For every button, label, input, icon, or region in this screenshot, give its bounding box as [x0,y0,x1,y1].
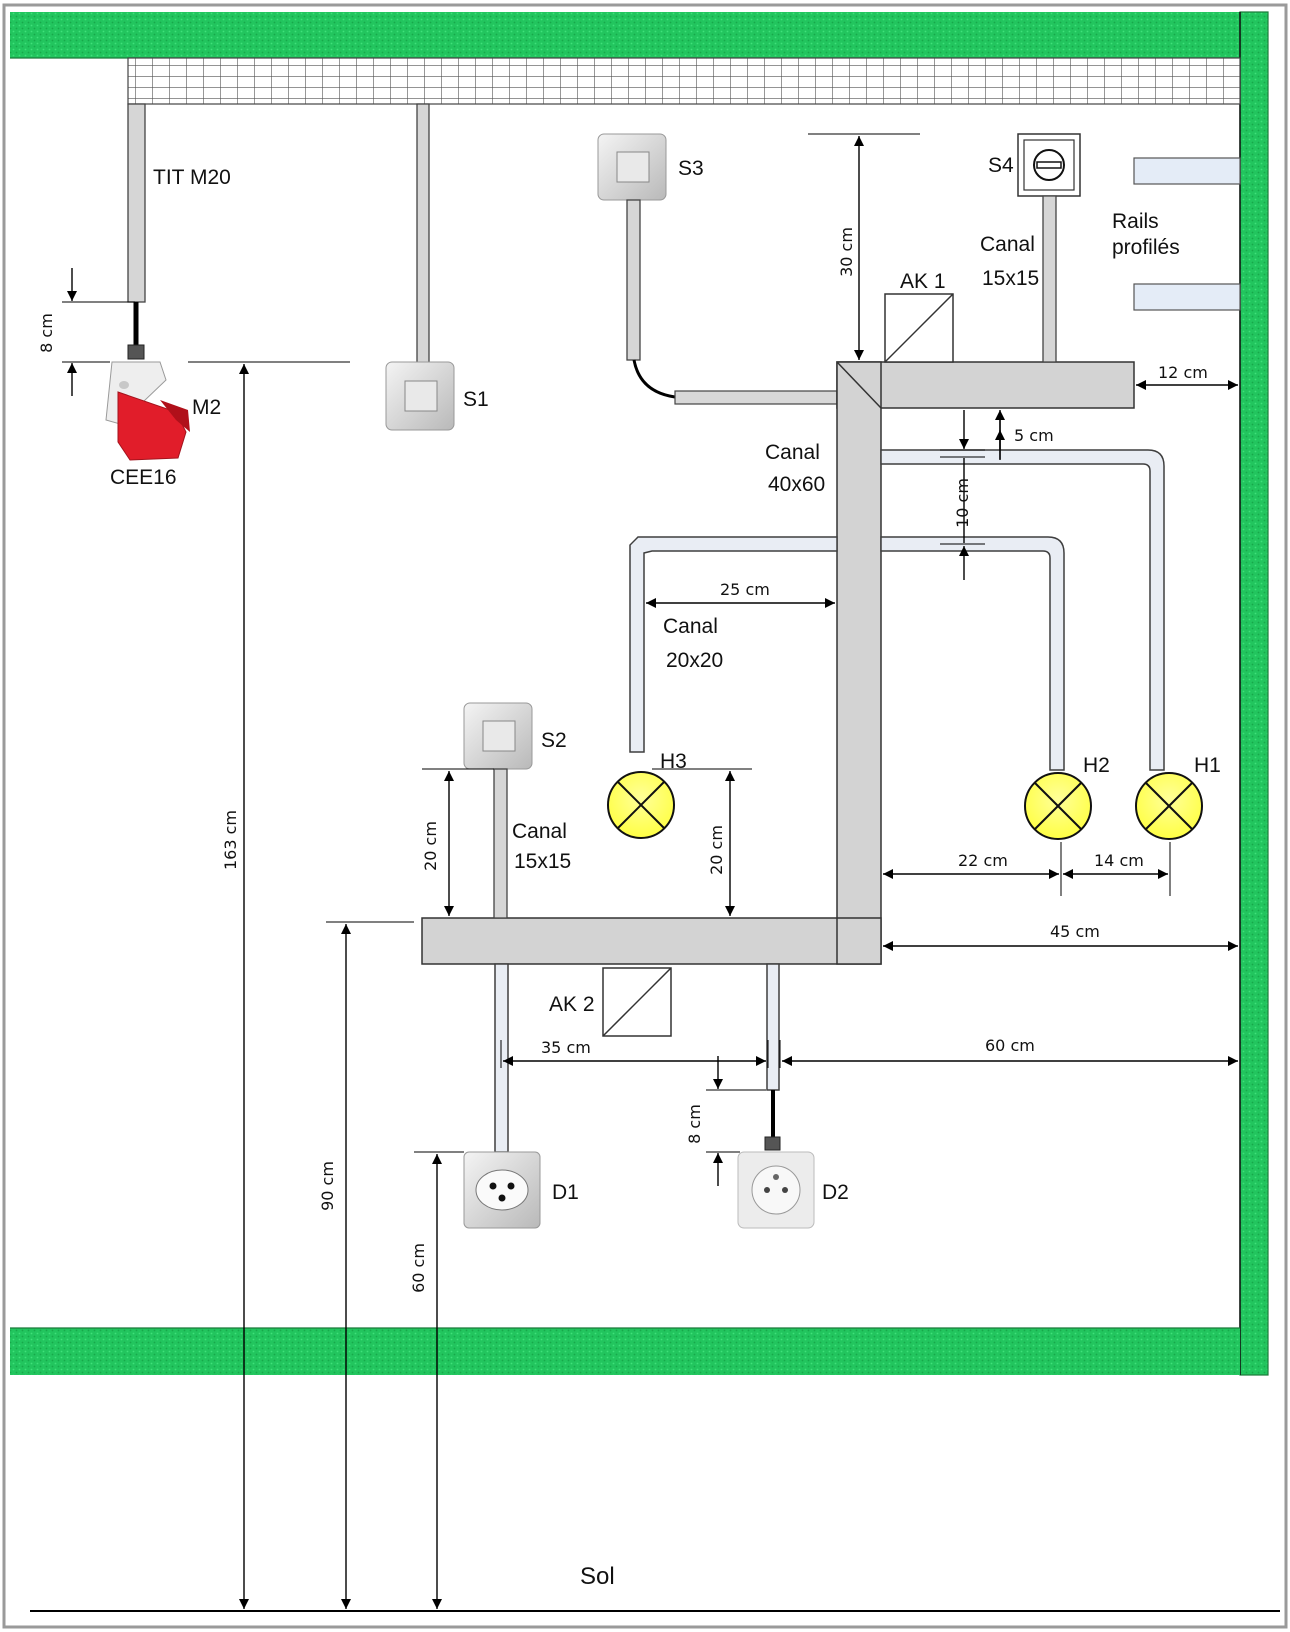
lamp-icon [1024,772,1092,840]
dim-30cm: 30 cm [808,133,920,360]
h3-channel [629,536,838,753]
dim-5cm: 5 cm [940,410,1054,460]
dim-14cm: 14 cm [1063,851,1168,879]
duct-horizontal-bottom [421,917,882,965]
profile-rail-top [1133,157,1241,185]
dim-10cm: 10 cm [940,456,985,580]
dim-30cm-text: 30 cm [837,227,856,277]
d2-label: D2 [822,1181,849,1204]
canal-15x15-top-label-a: Canal [980,233,1035,256]
socket-icon [463,1151,541,1229]
dim-14cm-text: 14 cm [1094,851,1144,870]
h1-channel [880,449,1165,771]
dim-60cm-v: 60 cm [409,1151,464,1609]
dim-25cm: 25 cm [646,580,835,608]
dim-20cm-s2-text: 20 cm [421,821,440,871]
switch-icon [597,133,667,201]
sol-label: Sol [580,1563,615,1590]
dim-20cm-h3: 20 cm [652,768,752,916]
right-wall [1239,11,1269,1376]
profile-rail-bottom [1133,283,1241,311]
s3-label: S3 [678,157,704,180]
dim-25cm-text: 25 cm [720,580,770,599]
tit-conduit [127,103,146,303]
ceiling-wall [10,12,1240,58]
s2-label: S2 [541,729,567,752]
s3-conduit [626,199,641,361]
lamp-icon [1135,772,1203,840]
ak2-label: AK 2 [549,993,595,1016]
canal-15x15-low-label-a: Canal [512,820,567,843]
h2-channel [880,536,1065,771]
rotary-switch-icon [1017,133,1081,197]
dim-5cm-text: 5 cm [1014,426,1054,445]
s3-channel [674,390,838,405]
dim-45cm: 45 cm [883,922,1238,951]
canal-15x15-low-label-b: 15x15 [514,850,571,873]
switch-icon [385,361,455,431]
rails-label-b: profilés [1112,236,1180,259]
dim-8cm-low: 8 cm [685,1056,766,1186]
canal-40x60-label-b: 40x60 [768,473,825,496]
d1-label: D1 [552,1181,579,1204]
cee16-label: CEE16 [110,466,177,489]
floor-wall [10,1328,1240,1375]
s4-conduit [1042,195,1057,363]
dim-8cm-top-text: 8 cm [37,313,56,353]
cable-gland [764,1136,781,1151]
page-frame [2,3,1288,1629]
canal-15x15-top-label-b: 15x15 [982,267,1039,290]
s4-label: S4 [988,154,1014,177]
grid-rail [127,57,1241,105]
dim-90cm-text: 90 cm [318,1161,337,1211]
h2-label: H2 [1083,754,1110,777]
dim-60cm-v-text: 60 cm [409,1243,428,1293]
s1-conduit [416,103,430,365]
dim-12cm: 12 cm [1136,363,1238,390]
cable [632,359,676,399]
h1-label: H1 [1194,754,1221,777]
dim-163cm: 163 cm [188,361,350,1609]
s2-conduit [493,768,508,919]
dim-163cm-text: 163 cm [221,810,240,870]
dim-45cm-text: 45 cm [1050,922,1100,941]
dim-8cm-top: 8 cm [37,268,135,396]
ak1-label: AK 1 [900,270,946,293]
dim-60cm-h: 60 cm [779,1036,1238,1068]
canal-20x20-label-a: Canal [663,615,718,638]
socket-icon [737,1151,815,1229]
dim-20cm-h3-text: 20 cm [707,825,726,875]
dim-90cm: 90 cm [318,921,414,1609]
dim-35cm-text: 35 cm [541,1038,591,1057]
cee-plug-icon [105,361,190,461]
m2-label: M2 [192,396,221,419]
s1-label: S1 [463,388,489,411]
dim-10cm-text: 10 cm [953,478,972,528]
lamp-icon [607,771,675,839]
dim-22cm: 22 cm [883,842,1171,896]
dim-20cm-s2: 20 cm [421,768,494,916]
tit-label: TIT M20 [153,166,231,189]
canal-20x20-label-b: 20x20 [666,649,723,672]
duct-vertical [836,361,882,965]
switch-icon [463,702,533,770]
junction-box-icon [884,293,954,363]
dim-35cm: 35 cm [500,1038,769,1068]
rails-label-a: Rails [1112,210,1159,233]
dim-8cm-low-text: 8 cm [685,1104,704,1144]
h3-label: H3 [660,750,687,773]
dim-22cm-text: 22 cm [958,851,1008,870]
canal-40x60-label-a: Canal [765,441,820,464]
cable-gland [127,344,145,360]
dim-12cm-text: 12 cm [1158,363,1208,382]
dim-60cm-h-text: 60 cm [985,1036,1035,1055]
d2-channel [766,963,780,1091]
junction-box-icon [602,967,672,1037]
